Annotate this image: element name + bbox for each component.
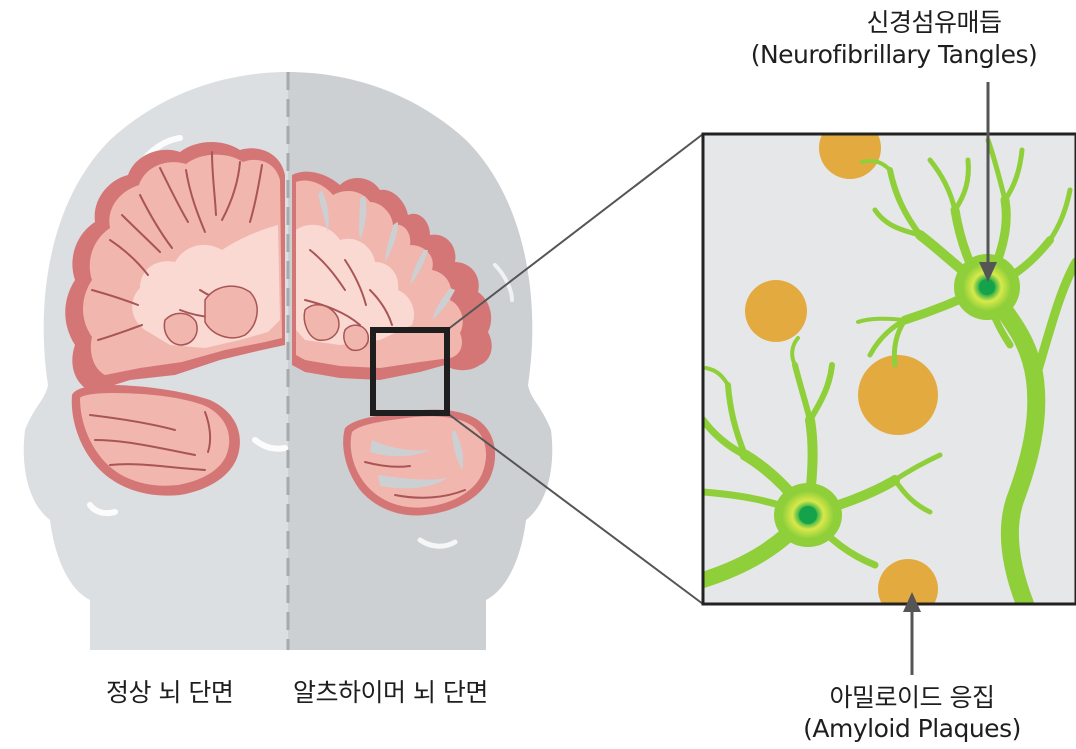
plaques-label-english: (Amyloid Plaques) [772, 714, 1052, 744]
amyloid-plaque [819, 117, 881, 179]
zoom-inset [703, 117, 1076, 619]
amyloid-plaque [858, 355, 938, 435]
alzheimer-section-label: 알츠하이머 뇌 단면 [293, 678, 488, 708]
amyloid-plaque [745, 280, 807, 342]
normal-section-label: 정상 뇌 단면 [106, 678, 233, 708]
tangles-label-korean: 신경섬유매듭 [814, 8, 1054, 38]
plaques-label-korean: 아밀로이드 응집 [792, 683, 1032, 713]
tangles-label-english: (Neurofibrillary Tangles) [719, 40, 1069, 70]
neurofibrillary-tangle-upper [979, 279, 995, 295]
neurofibrillary-tangle-lower [799, 506, 817, 524]
